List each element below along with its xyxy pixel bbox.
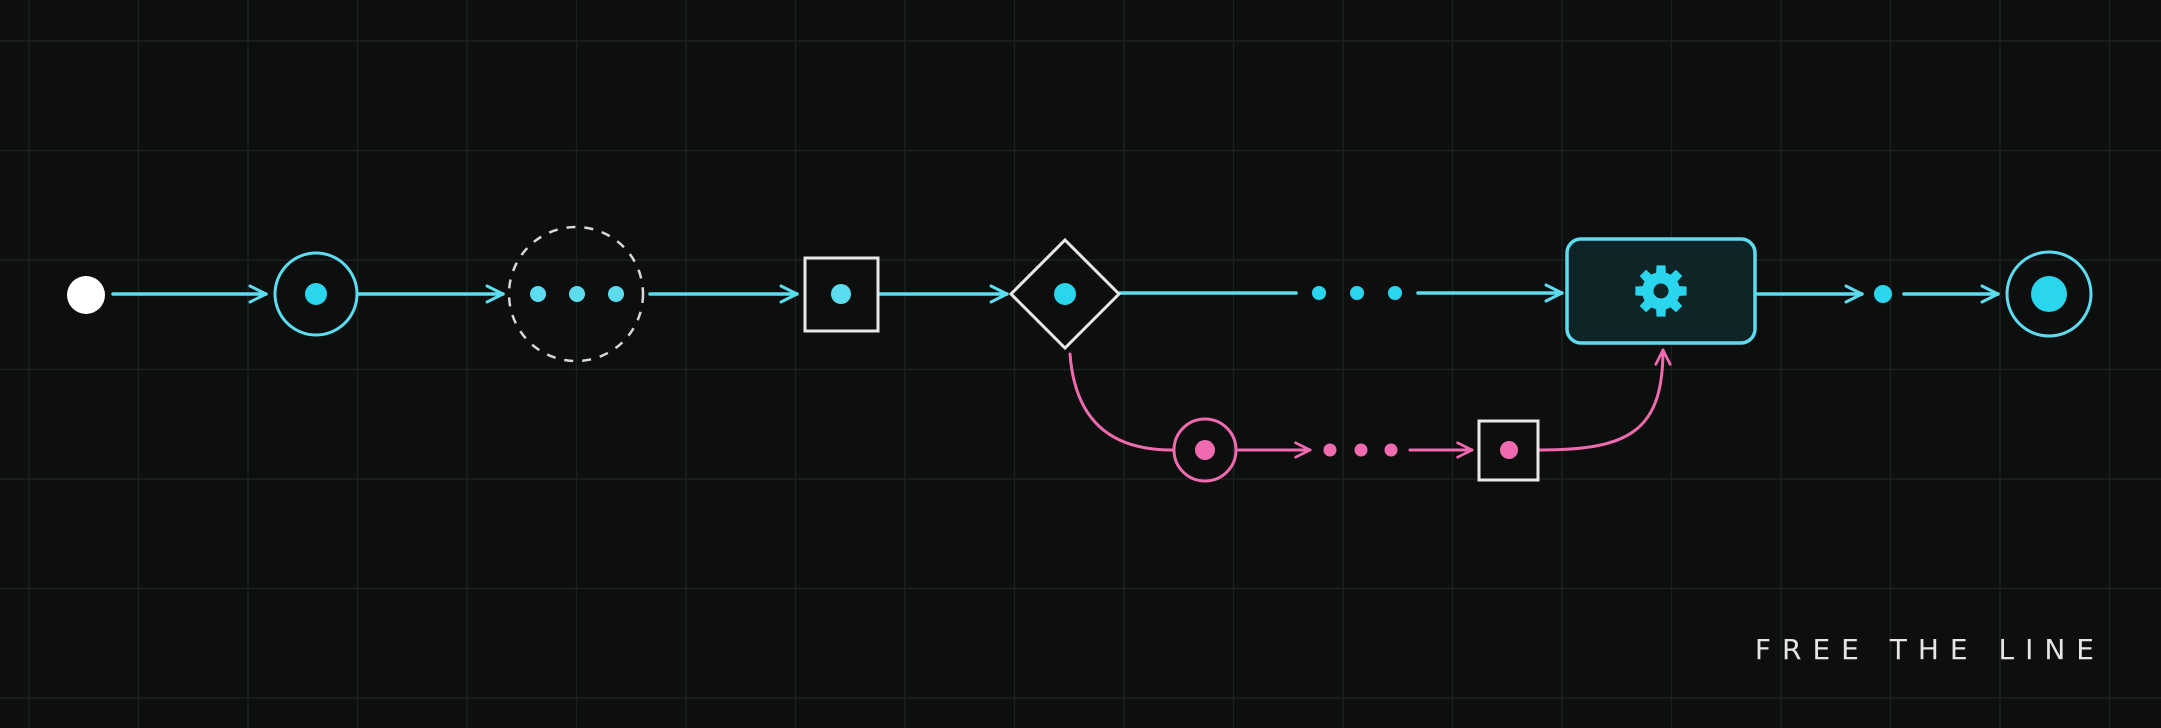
connector-branch-task-to-service-task[interactable] [1538, 348, 1672, 452]
intermediate-node[interactable] [1874, 285, 1892, 303]
ellipsis-dots-branch [1323, 443, 1398, 457]
branch-event-node[interactable] [1172, 417, 1238, 483]
task-node[interactable] [803, 256, 880, 333]
brand-caption: FREE THE LINE [1754, 633, 2105, 666]
subprocess-node[interactable] [507, 225, 645, 363]
connector-gateway-to-branch-event[interactable] [1068, 352, 1174, 452]
gateway-node[interactable] [1008, 237, 1122, 351]
event-node[interactable] [273, 251, 359, 337]
service-task-node[interactable] [1565, 237, 1757, 345]
ellipsis-dots-main [1312, 286, 1402, 300]
start-node[interactable] [67, 276, 105, 314]
main-flow [111, 283, 2000, 304]
branch-task-node[interactable] [1477, 419, 1540, 482]
branch-flow [1068, 348, 1672, 459]
gear-icon [1635, 265, 1687, 317]
end-node[interactable] [2005, 250, 2093, 338]
